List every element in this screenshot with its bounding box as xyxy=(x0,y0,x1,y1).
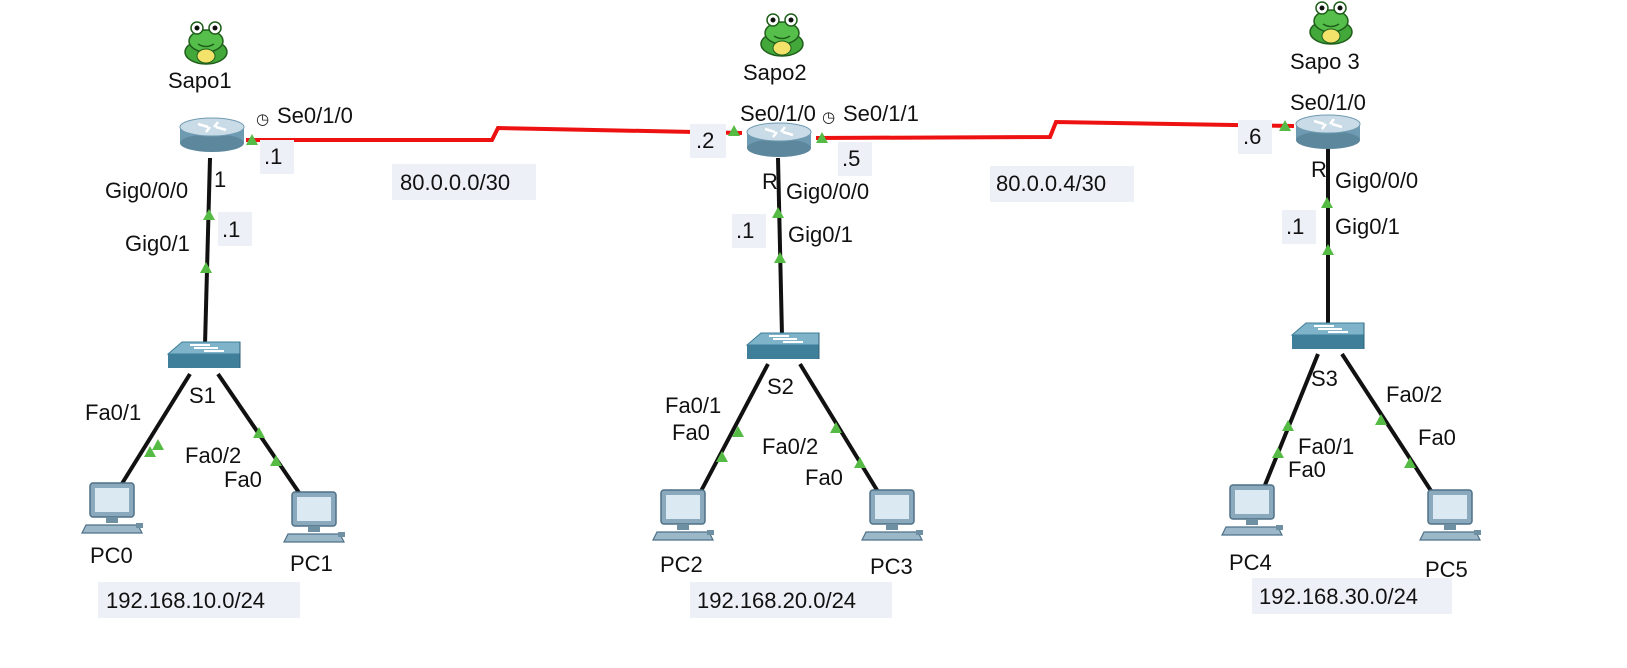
pc0-icon[interactable] xyxy=(81,482,144,534)
link-up-arrow xyxy=(152,439,164,450)
router-name: Sapo1 xyxy=(168,68,232,93)
label-bg xyxy=(732,214,766,248)
router-name: Sapo 3 xyxy=(1290,49,1360,74)
interface-label: Gig0/1 xyxy=(788,222,853,247)
router-sapo1-icon[interactable] xyxy=(178,116,246,154)
pc-name: PC5 xyxy=(1425,557,1468,582)
interface-label: Fa0 xyxy=(1418,425,1456,450)
interface-label: Fa0 xyxy=(805,465,843,490)
switch-name: S1 xyxy=(189,383,216,408)
link-up-arrow xyxy=(203,209,215,220)
label-bg xyxy=(98,582,300,618)
link-up-arrow xyxy=(728,125,740,136)
network-label: 80.0.0.4/30 xyxy=(996,171,1106,196)
interface-label: Fa0/1 xyxy=(665,393,721,418)
network-label: 192.168.30.0/24 xyxy=(1259,584,1418,609)
ip-host-label: .1 xyxy=(1286,214,1304,239)
router-sapo3-icon[interactable] xyxy=(1294,113,1362,151)
link-up-arrow xyxy=(774,252,786,263)
interface-label: Fa0/2 xyxy=(1386,382,1442,407)
ip-host-label: .1 xyxy=(264,144,282,169)
label-bg xyxy=(1252,578,1452,614)
interface-label: Fa0 xyxy=(224,467,262,492)
ip-host-label: .5 xyxy=(842,146,860,171)
pc-name: PC4 xyxy=(1229,550,1272,575)
ip-host-label: .1 xyxy=(222,217,240,242)
switch-name: S3 xyxy=(1311,366,1338,391)
link-up-arrow xyxy=(1272,447,1284,458)
label-bg xyxy=(1282,210,1316,244)
interface-label: Se0/1/1 xyxy=(843,101,919,126)
network-label: 192.168.20.0/24 xyxy=(697,588,856,613)
link-up-arrow xyxy=(1321,197,1333,208)
ip-host-label: .2 xyxy=(696,128,714,153)
ethernet-link-s3-pc5[interactable] xyxy=(1340,352,1439,502)
label-bg xyxy=(838,142,872,176)
router-tag: R xyxy=(762,169,778,194)
ethernet-link-sapo1-s1[interactable] xyxy=(203,157,212,346)
ethernet-link-sapo2-s2[interactable] xyxy=(776,157,784,337)
interface-label: Se0/1/0 xyxy=(1290,90,1366,115)
frog-icon xyxy=(1309,1,1353,45)
network-label: 80.0.0.0/30 xyxy=(400,170,510,195)
pc2-icon[interactable] xyxy=(652,489,715,541)
pc-name: PC2 xyxy=(660,552,703,577)
label-bg xyxy=(392,164,536,200)
clock-icon: ◷ xyxy=(822,109,835,126)
label-bg xyxy=(1238,120,1272,154)
interface-label: Gig0/1 xyxy=(1335,214,1400,239)
switch-s1-icon[interactable] xyxy=(167,341,241,369)
ethernet-link-s3-pc4[interactable] xyxy=(1261,353,1320,491)
interface-label: Fa0/2 xyxy=(185,443,241,468)
router-name: Sapo2 xyxy=(743,60,807,85)
link-up-arrow xyxy=(772,207,784,218)
interface-label: 1 xyxy=(214,167,226,192)
switch-s2-icon[interactable] xyxy=(746,332,820,360)
router-sapo2-icon[interactable] xyxy=(745,121,813,159)
interface-label: Gig0/0/0 xyxy=(1335,168,1418,193)
pc3-icon[interactable] xyxy=(861,489,924,541)
link-up-arrow xyxy=(1322,244,1334,255)
pc4-icon[interactable] xyxy=(1221,484,1284,536)
serial-link-wan1[interactable] xyxy=(246,125,743,142)
pc5-icon[interactable] xyxy=(1419,489,1482,541)
interface-label: Gig0/1 xyxy=(125,231,190,256)
label-bg xyxy=(218,212,252,246)
ip-host-label: .1 xyxy=(736,218,754,243)
interface-label: Fa0 xyxy=(1288,457,1326,482)
router-tag: R xyxy=(1311,157,1327,182)
interface-label: Se0/1/0 xyxy=(277,103,353,128)
frog-icon xyxy=(760,13,804,57)
label-bg xyxy=(990,166,1134,202)
pc-name: PC3 xyxy=(870,554,913,579)
ethernet-link-s1-pc0[interactable] xyxy=(116,372,192,492)
network-label: 192.168.10.0/24 xyxy=(106,588,265,613)
interface-label: Fa0/1 xyxy=(1298,434,1354,459)
pc-name: PC0 xyxy=(90,543,133,568)
clock-icon: ◷ xyxy=(256,111,269,128)
ethernet-link-s2-pc2[interactable] xyxy=(698,363,770,494)
pc-name: PC1 xyxy=(290,551,333,576)
frog-icon xyxy=(184,21,228,65)
ip-host-label: .6 xyxy=(1243,124,1261,149)
link-up-arrow xyxy=(270,455,282,466)
switch-name: S2 xyxy=(767,374,794,399)
label-bg xyxy=(260,140,294,174)
interface-label: Se0/1/0 xyxy=(740,101,816,126)
interface-label: Fa0/2 xyxy=(762,434,818,459)
label-bg xyxy=(690,124,726,158)
serial-link-wan2[interactable] xyxy=(815,119,1295,140)
link-up-arrow xyxy=(200,262,212,273)
interface-label: Fa0/1 xyxy=(85,400,141,425)
interface-label: Fa0 xyxy=(672,420,710,445)
pc1-icon[interactable] xyxy=(283,491,346,543)
interface-label: Gig0/0/0 xyxy=(786,179,869,204)
interface-label: Gig0/0/0 xyxy=(105,178,188,203)
label-bg xyxy=(690,582,892,618)
switch-s3-icon[interactable] xyxy=(1291,322,1365,350)
